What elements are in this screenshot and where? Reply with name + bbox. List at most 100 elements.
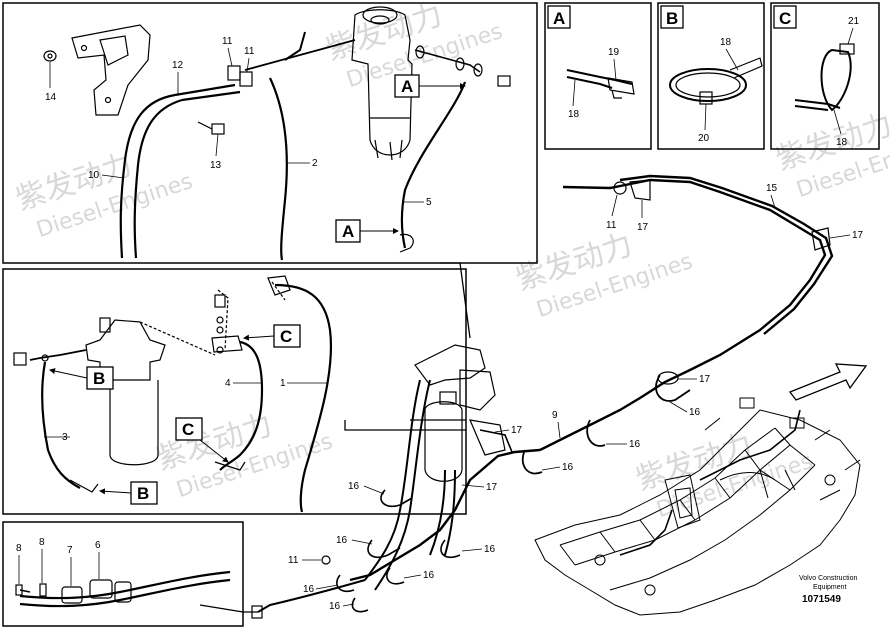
clip-a: [607, 77, 635, 95]
callout-b-upper: B: [49, 366, 114, 390]
strap-16-i: [351, 597, 369, 613]
top-left-labels: 14 12 11 11 13 10 2 5: [45, 36, 432, 208]
svg-text:6: 6: [95, 540, 101, 551]
hose-3: [41, 361, 81, 489]
filter-cap: [362, 6, 398, 24]
svg-text:16: 16: [629, 439, 641, 450]
main-filter-mount: [459, 369, 496, 411]
fitting-washer: [473, 63, 483, 77]
frame-mount: [739, 397, 755, 409]
union-nut-6: [89, 579, 113, 599]
clamp-11-a: [227, 65, 241, 81]
detail-b-label-18: 18: [720, 37, 732, 48]
fitting-washer-left: [41, 354, 49, 362]
bracket-hole: [80, 44, 88, 52]
detail-a-label-19: 19: [608, 47, 620, 58]
clamp-17-mid: [657, 371, 679, 385]
hose-3-end: [69, 479, 99, 493]
main-filter-body: [424, 401, 463, 482]
seal-ring-8b: [39, 583, 47, 597]
fuel-line-15: [539, 178, 827, 452]
frame-fuel-line: [619, 509, 673, 556]
svg-text:16: 16: [689, 407, 701, 418]
credit-block: Volvo Construction Equipment 1071549: [799, 575, 857, 605]
strap-c: [794, 99, 841, 109]
fitting-stack-1: [214, 294, 226, 308]
clamp-17-main: [629, 179, 651, 201]
callout-a-bottom: A: [335, 219, 399, 243]
frame-outline: [534, 409, 861, 616]
svg-text:12: 12: [172, 60, 184, 71]
fitting-stack-4: [216, 346, 224, 354]
svg-text:11: 11: [606, 220, 617, 231]
bottom-left-assembly: [15, 570, 231, 608]
panel-mid-left-frame: [2, 268, 467, 515]
svg-text:10: 10: [88, 170, 100, 181]
svg-text:2: 2: [312, 158, 318, 169]
panel-detail-c-frame: [770, 2, 880, 150]
svg-text:3: 3: [62, 432, 68, 443]
fuel-pipe-bottom-b: [19, 578, 231, 608]
detail-a-label-18: 18: [568, 109, 580, 120]
detail-c-label-21: 21: [848, 16, 860, 27]
fitting-line-right: [414, 49, 481, 73]
svg-text:17: 17: [511, 425, 523, 436]
loop-c: [820, 48, 852, 112]
mid-left-labels: 3 4 1: [44, 378, 327, 443]
fitting-stack-2: [216, 316, 224, 324]
svg-text:8: 8: [39, 537, 45, 548]
tie-head-b: [699, 91, 713, 105]
svg-text:A: A: [401, 77, 413, 96]
panel-bottom-left-frame: [2, 521, 244, 627]
clip-a-tab: [611, 89, 622, 99]
fuel-pipe-bottom: [19, 570, 231, 600]
main-assembly: [251, 174, 834, 619]
dashed-leader-2: [217, 289, 229, 351]
fitting-nut: [13, 352, 27, 366]
svg-text:5: 5: [426, 197, 432, 208]
svg-text:C: C: [182, 420, 194, 439]
filter-head-stud: [99, 317, 111, 333]
svg-text:C: C: [779, 9, 791, 28]
panel-detail-a-frame: [544, 2, 652, 150]
frame-fuel-line-2: [699, 409, 801, 481]
clamp-17-right: [811, 227, 831, 251]
dashed-leader: [139, 321, 216, 356]
bottom-left-labels: 8 8 7 6: [16, 537, 101, 586]
fitting-washer: [415, 45, 425, 59]
watermark-3: 紫发动力 Diesel-Engines: [512, 227, 696, 323]
clamp-11-lower: [321, 555, 331, 565]
frame-hole: [594, 554, 606, 566]
svg-text:14: 14: [45, 92, 57, 103]
seal-ring-8: [15, 584, 23, 596]
svg-text:B: B: [137, 484, 149, 503]
frame-hole: [824, 474, 836, 486]
fitting-washer: [455, 57, 465, 71]
machine-frame: [534, 397, 861, 616]
filter-bowl: [109, 380, 159, 466]
zoom-connector-side: [344, 420, 466, 431]
callout-c-lower: C: [175, 417, 229, 463]
svg-text:7: 7: [67, 545, 73, 556]
svg-text:15: 15: [766, 183, 778, 194]
detail-b-label-20: 20: [698, 133, 710, 144]
credit-line-1: Volvo Construction: [799, 575, 857, 582]
strap-16-a: [655, 374, 691, 402]
svg-text:9: 9: [552, 410, 558, 421]
tie-tail-b: [729, 57, 763, 79]
drawing-id: 1071549: [802, 594, 841, 605]
frame-mount-2: [789, 417, 805, 429]
svg-text:16: 16: [336, 535, 348, 546]
main-filter-aux: [469, 419, 506, 456]
mid-left-assembly: [13, 275, 333, 513]
fuel-line-top: [244, 39, 356, 71]
main-hose-fitting: [251, 605, 263, 619]
hose-12: [174, 83, 241, 102]
union-nut-6b: [114, 581, 132, 603]
svg-text:B: B: [93, 369, 105, 388]
svg-text:16: 16: [348, 481, 360, 492]
callout-a-top: A: [394, 74, 466, 98]
svg-text:11: 11: [222, 36, 233, 47]
hose-2: [269, 77, 288, 261]
